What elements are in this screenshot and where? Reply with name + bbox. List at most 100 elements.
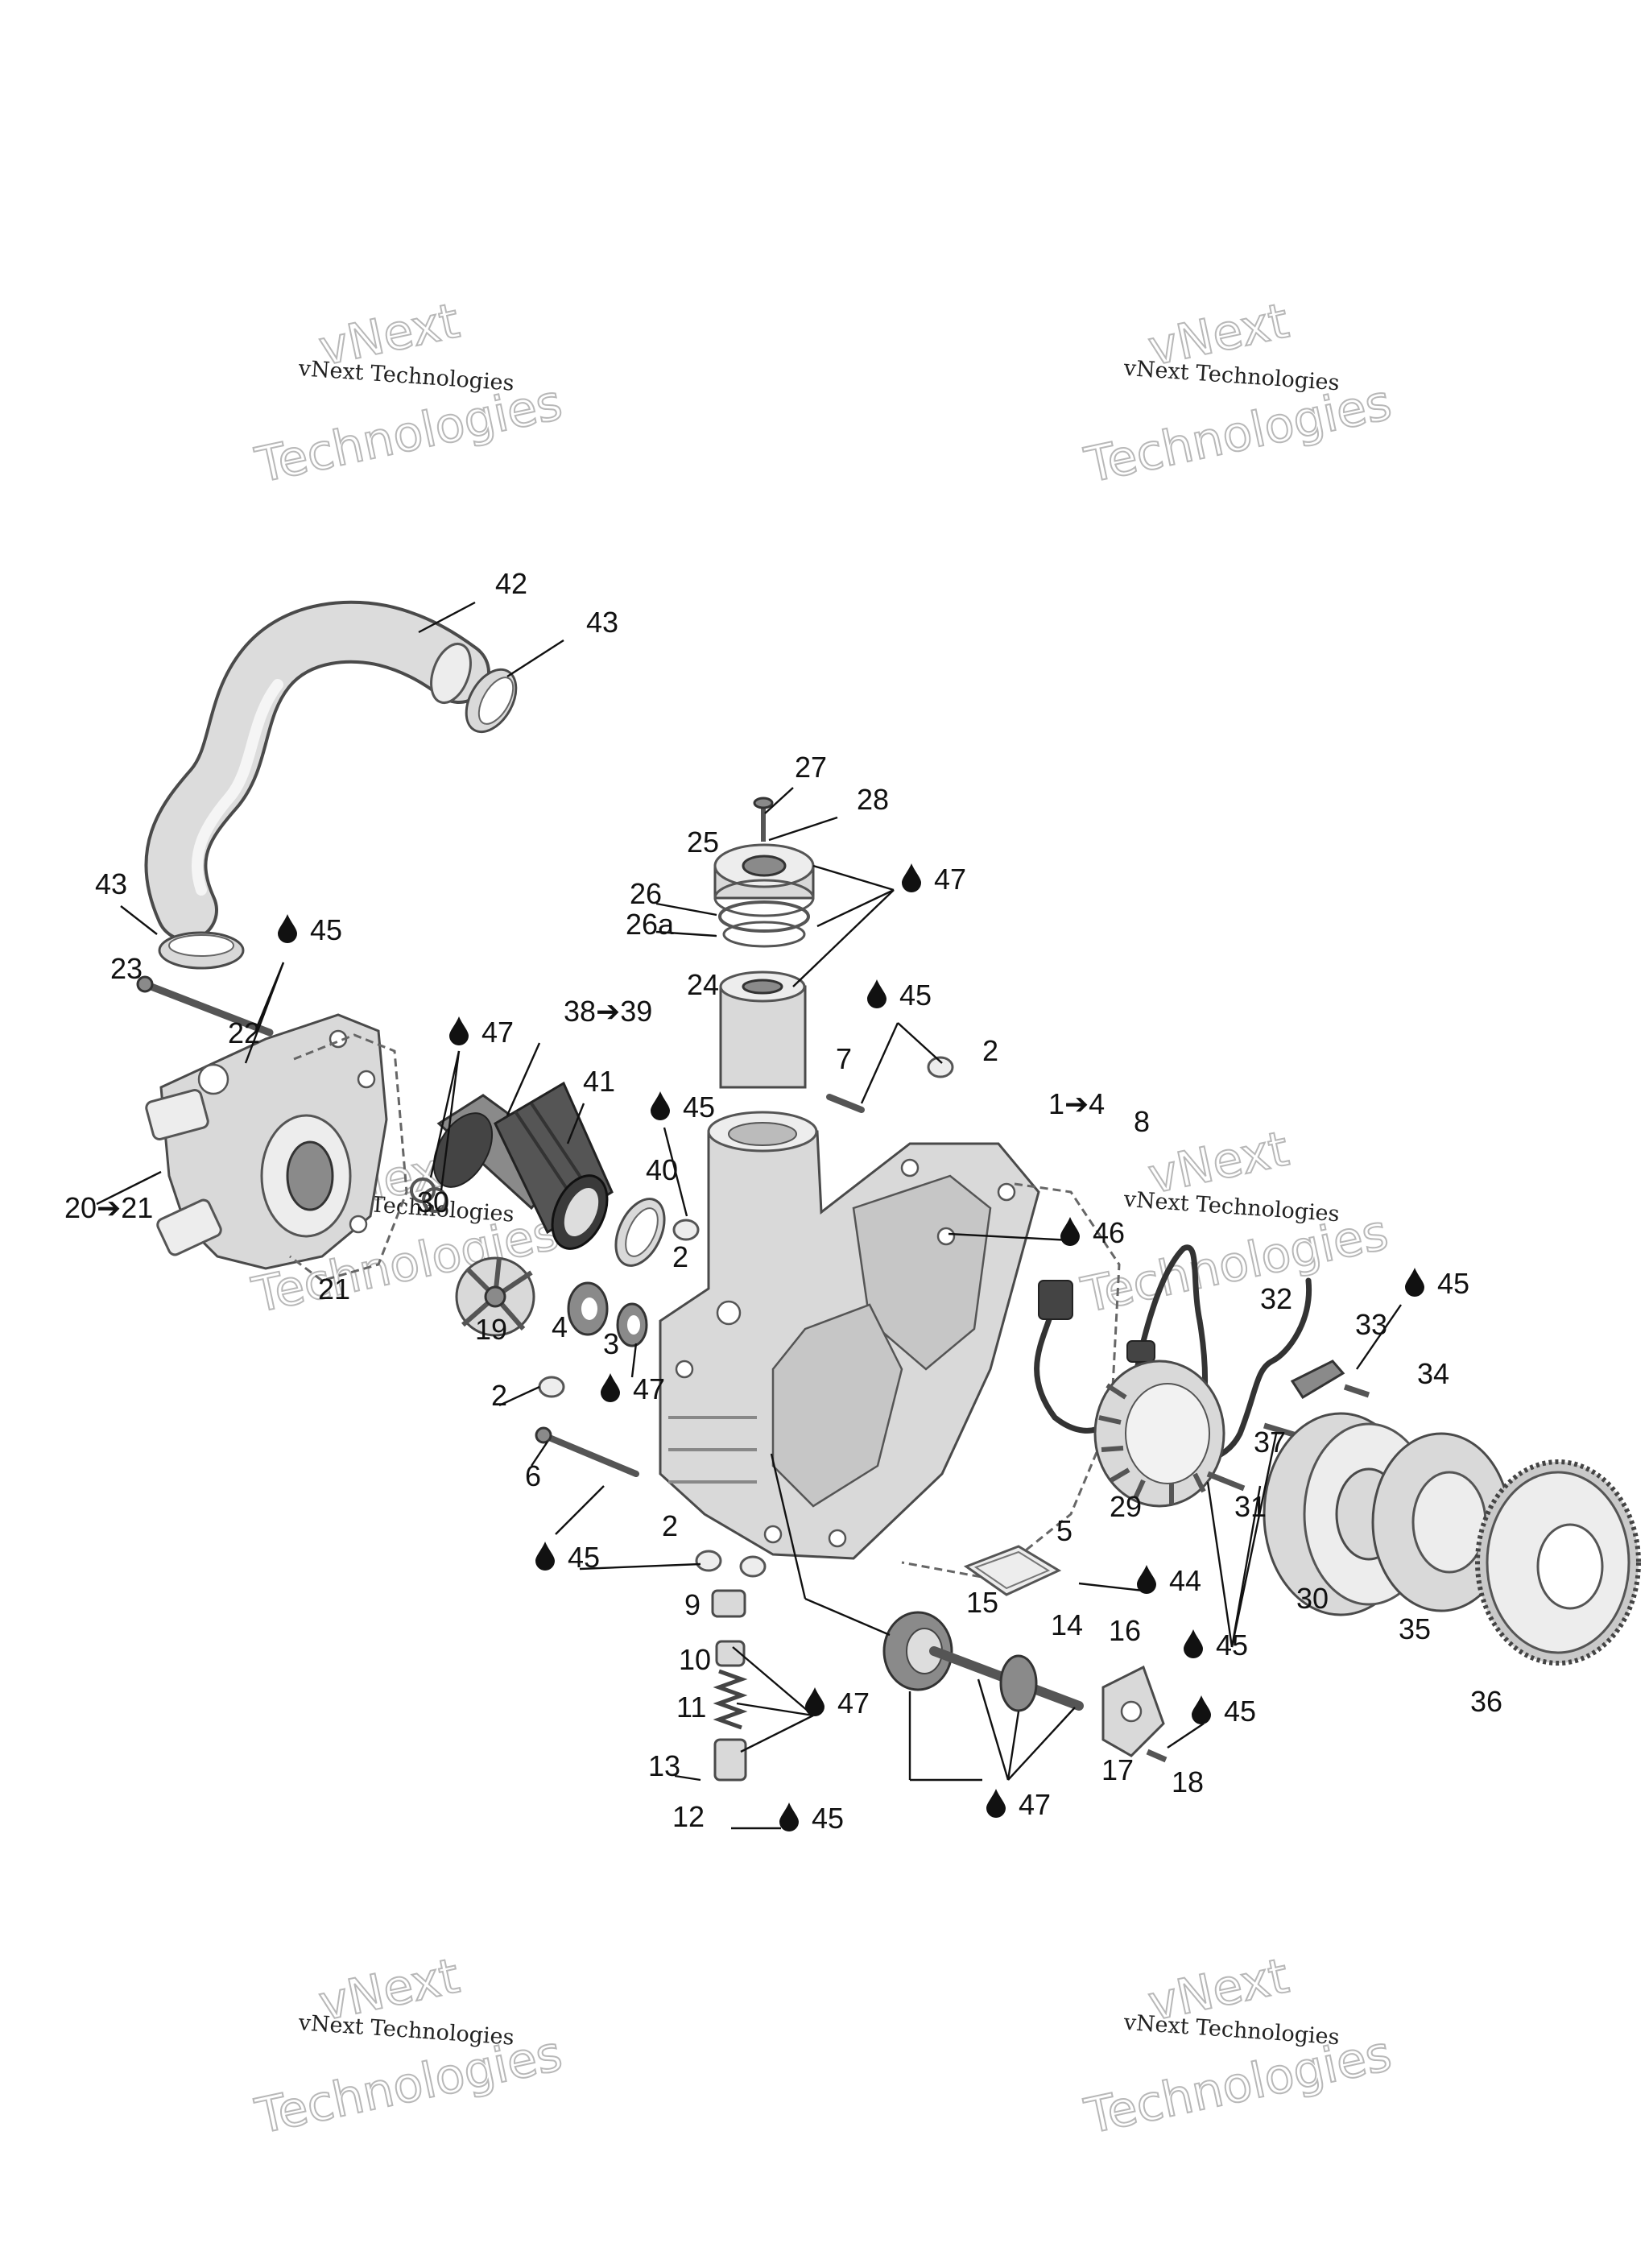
oil-pump-shaft-14 (929, 1646, 1084, 1712)
callout-c29: 29 (1110, 1490, 1142, 1523)
pto-housing (659, 1111, 1121, 1580)
oil-filter-24 (719, 971, 807, 1089)
callout-number: 22 (228, 1016, 260, 1049)
callout-number: 14 (1051, 1608, 1083, 1641)
callout-c28: 28 (857, 783, 889, 816)
callout-c45g: 45 (1405, 1267, 1469, 1300)
callout-number: 40 (646, 1153, 678, 1186)
callout-number: 47 (837, 1687, 870, 1720)
lubricant-drop-icon (805, 1687, 824, 1716)
callout-c41: 41 (583, 1065, 615, 1098)
callout-c1: 1➔4 (1048, 1087, 1105, 1120)
callout-c30b: 30 (1296, 1582, 1329, 1615)
callout-number: 2 (982, 1034, 998, 1067)
callout-number: 15 (966, 1586, 998, 1619)
callout-number: 7 (836, 1042, 852, 1075)
callout-number: 42 (495, 567, 527, 600)
svg-text:vNext Technologies: vNext Technologies (1122, 356, 1341, 396)
callout-c35: 35 (1399, 1612, 1431, 1645)
callout-number: 8 (1134, 1105, 1150, 1138)
callout-c6: 6 (525, 1459, 541, 1492)
callout-number: 10 (679, 1643, 711, 1676)
watermark-bottom-right: vNext vNext Technologies Technologies (1079, 1947, 1397, 2146)
impeller-19 (455, 1256, 535, 1337)
callout-c34: 34 (1417, 1357, 1449, 1390)
bolt-31 (1206, 1471, 1246, 1492)
callout-number: 45 (899, 979, 932, 1012)
svg-text:Technologies: Technologies (1080, 375, 1396, 495)
callout-number: 16 (1109, 1614, 1141, 1647)
svg-text:Technologies: Technologies (250, 375, 567, 495)
callout-c20: 20➔21 (64, 1191, 153, 1224)
callout-c8: 8 (1134, 1105, 1150, 1138)
callout-c36: 36 (1470, 1685, 1502, 1718)
callout-c9: 9 (684, 1588, 701, 1621)
callout-number: 2 (491, 1379, 507, 1412)
callout-c24: 24 (687, 968, 719, 1001)
callout-number: 43 (95, 867, 127, 900)
valve-stack-9-13 (711, 1589, 748, 1782)
callout-number: 45 (1437, 1267, 1469, 1300)
callout-c47b: 47 (902, 863, 966, 896)
callout-number: 3 (603, 1327, 619, 1360)
callout-number: 45 (1224, 1695, 1256, 1728)
callout-c16: 16 (1109, 1614, 1141, 1647)
callout-number: 47 (934, 863, 966, 896)
callout-number: 27 (795, 751, 827, 784)
callout-number: 12 (672, 1800, 705, 1833)
callout-number: 29 (1110, 1490, 1142, 1523)
callout-number: 28 (857, 783, 889, 816)
callout-c2c: 2 (491, 1379, 507, 1412)
bolt-7 (826, 1094, 865, 1113)
callout-number: 45 (1216, 1629, 1248, 1662)
callout-c32: 32 (1260, 1282, 1292, 1315)
callout-number: 19 (475, 1313, 507, 1346)
callout-number: 44 (1169, 1564, 1201, 1597)
callout-c43a: 43 (586, 606, 618, 639)
oil-filter-cap-25 (713, 843, 815, 917)
callout-number: 9 (684, 1588, 701, 1621)
callout-number: 45 (683, 1091, 715, 1124)
callout-c26a: 26a (626, 908, 675, 941)
callout-c44: 44 (1137, 1564, 1201, 1597)
watermark-top-right: vNext vNext Technologies Technologies (1079, 292, 1397, 495)
lubricant-drop-icon (902, 863, 921, 892)
callout-number: 38➔39 (564, 995, 652, 1028)
callout-number: 45 (568, 1541, 600, 1574)
sprag-clutch-35 (1371, 1432, 1511, 1612)
callout-labels: 4243432322454738➔394120➔2121302728254726… (64, 567, 1502, 1835)
bolt-37 (1263, 1422, 1298, 1438)
callout-number: 32 (1260, 1282, 1292, 1315)
callout-c47d: 47 (805, 1687, 870, 1720)
callout-number: 47 (633, 1372, 665, 1405)
hose-clamp-43-upper (465, 668, 518, 734)
callout-c2b: 2 (672, 1240, 688, 1273)
callout-c22: 22 (228, 1016, 260, 1049)
callout-number: 31 (1234, 1490, 1267, 1523)
callout-c18: 18 (1172, 1765, 1204, 1798)
callout-number: 33 (1355, 1308, 1387, 1341)
oil-pump-cover-17 (1101, 1665, 1165, 1757)
callout-number: 23 (110, 952, 143, 985)
oil-pump-gear-15 (882, 1611, 953, 1691)
callout-c11: 11 (676, 1691, 706, 1724)
bolt-23 (136, 975, 274, 1037)
stator-29 (1093, 1360, 1225, 1508)
callout-number: 26a (626, 908, 675, 941)
screen-5 (963, 1545, 1062, 1596)
callout-c46: 46 (1060, 1216, 1125, 1249)
callout-number: 2 (662, 1509, 678, 1542)
o-ring-26a (722, 921, 806, 948)
o-ring-26 (718, 900, 810, 933)
callout-number: 6 (525, 1459, 541, 1492)
callout-c45h: 45 (1184, 1629, 1248, 1662)
callout-number: 30 (417, 1186, 449, 1219)
callout-c27: 27 (795, 751, 827, 784)
callout-c43b: 43 (95, 867, 127, 900)
callout-number: 20➔21 (64, 1191, 153, 1224)
callout-number: 1➔4 (1048, 1087, 1105, 1120)
bolt-34 (1343, 1384, 1370, 1398)
callout-number: 34 (1417, 1357, 1449, 1390)
callout-number: 18 (1172, 1765, 1204, 1798)
